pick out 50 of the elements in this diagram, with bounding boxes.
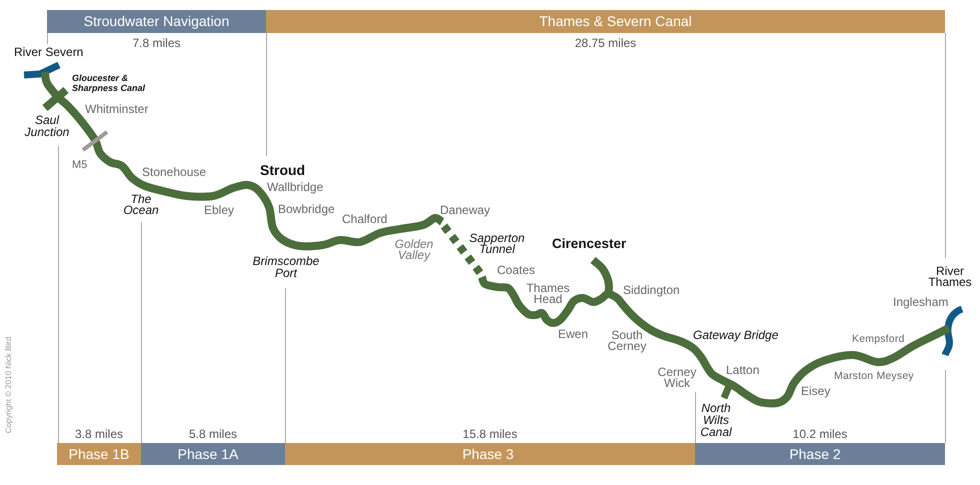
place-name: Daneway	[440, 203, 490, 217]
section-title: Phase 2	[789, 446, 841, 462]
place-name: Wallbridge	[267, 180, 324, 194]
river-name: River Severn	[14, 45, 84, 59]
landmark-name: Brimscombe Port	[252, 255, 320, 279]
place-name: Coates	[497, 263, 536, 277]
distance-label: 7.8 miles	[132, 36, 181, 50]
place-name: Eisey	[801, 384, 830, 398]
section-bar	[695, 443, 945, 465]
place-name: Latton	[726, 363, 760, 377]
section-title: Thames & Severn Canal	[539, 13, 692, 30]
place-name: Whitminster	[85, 102, 148, 116]
place-name: Cerney Wick	[658, 367, 696, 389]
place-name: Chalford	[342, 212, 388, 226]
distance-label: 5.8 miles	[188, 427, 238, 441]
distance-label: 15.8 miles	[462, 427, 518, 441]
landmark-name: Sapperton Tunnel	[469, 233, 525, 255]
landmark-name: Golden Valley	[394, 239, 434, 261]
section-title: Stroudwater Navigation	[84, 13, 230, 30]
place-name: Ewen	[558, 327, 588, 341]
distance-label: 10.2 miles	[792, 427, 848, 441]
section-bar	[47, 10, 266, 33]
section-bar	[57, 443, 141, 465]
place-name: Thames Head	[526, 283, 570, 305]
section-bar	[285, 443, 695, 465]
section-bar	[266, 10, 945, 33]
section-title: Phase 3	[462, 446, 514, 462]
road-name: M5	[72, 158, 88, 172]
distance-label: 3.8 miles	[74, 427, 124, 441]
place-name: Siddington	[623, 283, 680, 297]
river-name: River Thames	[928, 266, 972, 288]
landmark-name: Saul Junction	[24, 114, 70, 138]
distance-label: 28.75 miles	[574, 36, 636, 50]
place-name: South Cerney	[608, 330, 646, 352]
place-name: Ebley	[204, 203, 234, 217]
place-name: Marston Meysey	[834, 369, 914, 383]
section-title: Phase 1B	[68, 446, 130, 462]
landmark-name: The Ocean	[123, 194, 159, 216]
place-name: Inglesham	[893, 295, 948, 309]
place-name: Bowbridge	[278, 202, 335, 216]
section-title: Phase 1A	[178, 446, 238, 462]
town-name: Stroud	[260, 163, 306, 177]
canal-name: Gloucester & Sharpness Canal	[72, 73, 146, 93]
place-name: Kempsford	[852, 332, 905, 346]
place-name: Stonehouse	[142, 165, 206, 179]
town-name: Cirencester	[552, 237, 626, 251]
copyright-notice: Copyright © 2010 Nick Bird	[3, 336, 14, 434]
landmark-name: Gateway Bridge	[693, 328, 778, 342]
section-bar	[141, 443, 285, 465]
landmark-name: North Wilts Canal	[700, 402, 732, 438]
